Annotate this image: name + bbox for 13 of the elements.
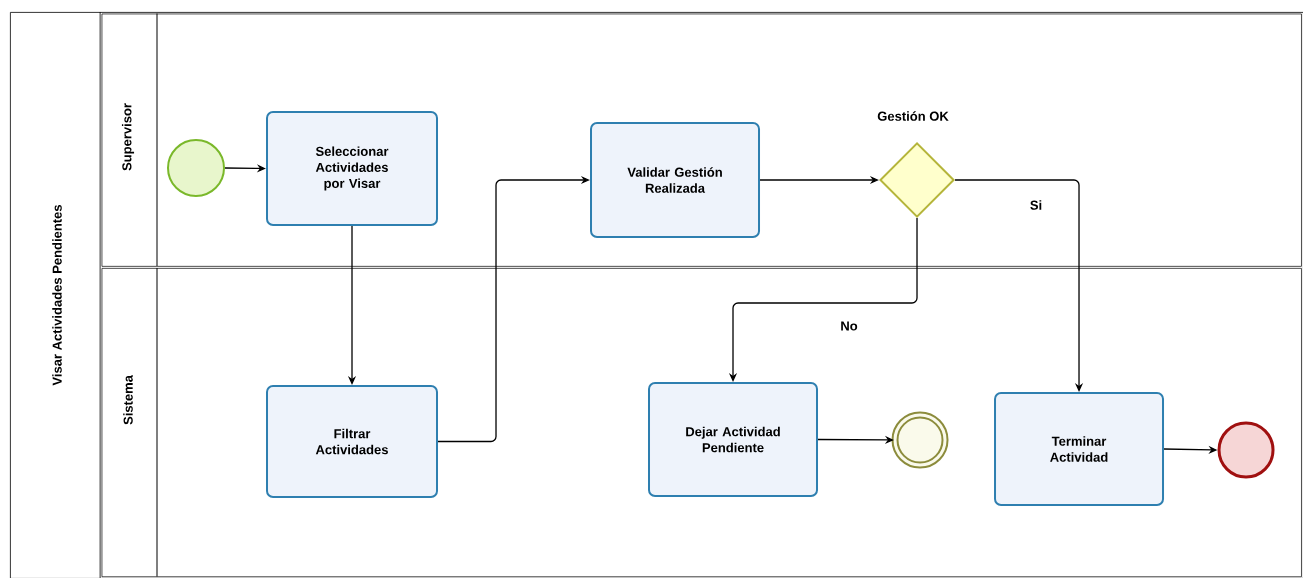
task-box: Filtrar Actividades (266, 385, 438, 498)
task-box: Dejar Actividad Pendiente (648, 382, 818, 497)
task-box: Terminar Actividad (994, 392, 1164, 506)
end-event (891, 411, 949, 469)
node-label: Gestión OK (877, 111, 949, 121)
start-event (167, 139, 225, 197)
task-box: Validar Gestión Realizada (590, 122, 760, 238)
end-event (1217, 421, 1275, 479)
arrow (954, 179, 1084, 392)
arrow (437, 175, 590, 443)
task-box: Seleccionar Actividades por Visar (266, 111, 438, 226)
edge-label: No (839, 320, 859, 332)
edge-label: Si (1028, 199, 1044, 211)
